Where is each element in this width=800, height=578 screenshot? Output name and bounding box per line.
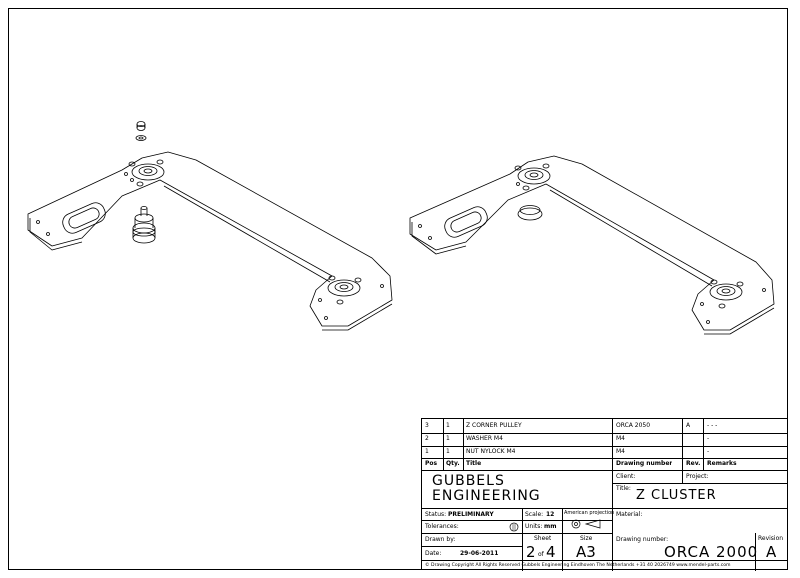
drawing-frame [8, 8, 788, 570]
z-cluster-assembled-view [409, 155, 775, 335]
part-2-remarks: - [707, 435, 710, 442]
header-remarks: Remarks [707, 460, 737, 467]
part-3-remarks: - - - [707, 422, 718, 429]
american-projection-label: American projection [564, 510, 615, 516]
header-qty: Qty. [446, 460, 460, 467]
part-1-qty: 1 [446, 448, 450, 455]
date-value: 29-06-2011 [460, 550, 499, 557]
title-label: Title: [616, 485, 631, 492]
header-drawing-number: Drawing number [616, 460, 673, 467]
header-rev: Rev. [686, 460, 701, 467]
units-label: Units: [525, 523, 543, 530]
copyright-footer: © Drawing Copyright All Rights Reserved … [425, 563, 731, 568]
sheet-current: 2 [526, 544, 536, 560]
status-label: Status: [425, 511, 447, 518]
drawing-title: Z CLUSTER [636, 489, 717, 503]
status-value: PRELIMINARY [448, 511, 494, 518]
sheet-label: Sheet [534, 535, 552, 542]
date-label: Date: [425, 550, 442, 557]
part-3-drawing-number: ORCA 2050 [616, 422, 651, 429]
size-value: A3 [576, 544, 596, 560]
units-value: mm [544, 523, 557, 530]
part-1-drawing-number: M4 [616, 448, 625, 455]
drawn-by-label: Drawn by: [425, 536, 456, 543]
part-2-title: WASHER M4 [466, 435, 503, 442]
header-title: Title [466, 460, 482, 467]
part-2-pos: 2 [425, 435, 429, 442]
part-3-qty: 1 [446, 422, 450, 429]
company-name-line1: GUBBELS [432, 474, 505, 489]
company-name-line2: ENGINEERING [432, 489, 541, 504]
sheet-of: of [538, 551, 544, 558]
part-3-title: Z CORNER PULLEY [466, 422, 522, 429]
project-label: Project: [686, 473, 709, 480]
drawing-number-label: Drawing number: [616, 536, 669, 543]
part-3-rev: A [686, 422, 691, 429]
drawing-number-value: ORCA 2000 [664, 544, 759, 560]
projection-symbol-icon [571, 519, 601, 529]
part-3-pos: 3 [425, 422, 429, 429]
revision-label: Revision [758, 535, 784, 542]
part-1-pos: 1 [425, 448, 429, 455]
size-label: Size [580, 535, 593, 542]
part-2-qty: 1 [446, 435, 450, 442]
material-label: Material: [616, 511, 643, 518]
header-pos: Pos [425, 460, 438, 467]
part-2-drawing-number: M4 [616, 435, 625, 442]
part-1-remarks: - [707, 448, 710, 455]
client-label: Client: [616, 473, 636, 480]
revision-value: A [766, 544, 777, 560]
title-block: 3 1 Z CORNER PULLEY ORCA 2050 A - - - 2 … [421, 418, 788, 571]
tolerances-label: Tolerances: [425, 523, 459, 530]
tolerance-symbol-icon [509, 522, 519, 532]
z-cluster-exploded-view [27, 121, 393, 331]
part-1-title: NUT NYLOCK M4 [466, 448, 516, 455]
sheet-total: 4 [546, 544, 556, 560]
scale-value: 12 [546, 511, 555, 518]
scale-label: Scale: [525, 511, 544, 518]
